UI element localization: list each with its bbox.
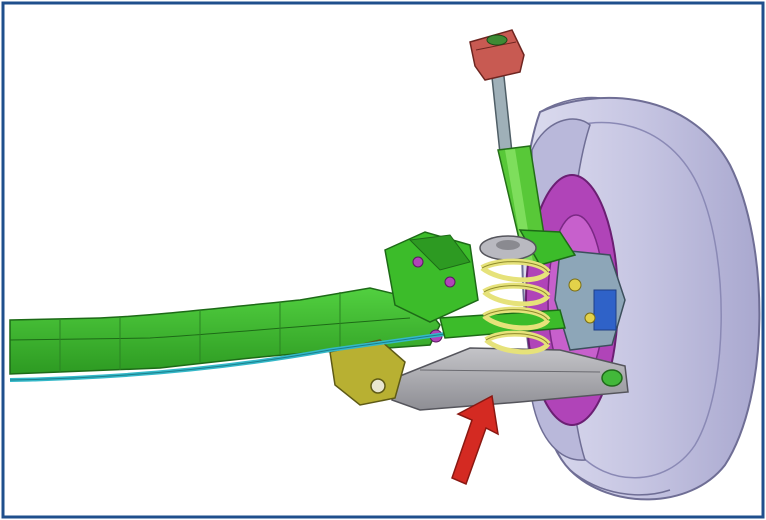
top-mount [469,29,525,81]
subframe-mount [329,339,406,406]
rear-crossmember [9,231,479,375]
arrow-up-right-icon [451,394,499,486]
coil-spring-outline [481,261,549,345]
wheel-knuckle [554,249,626,351]
spring-seat-hole [496,240,520,250]
shock-absorber [490,68,577,266]
